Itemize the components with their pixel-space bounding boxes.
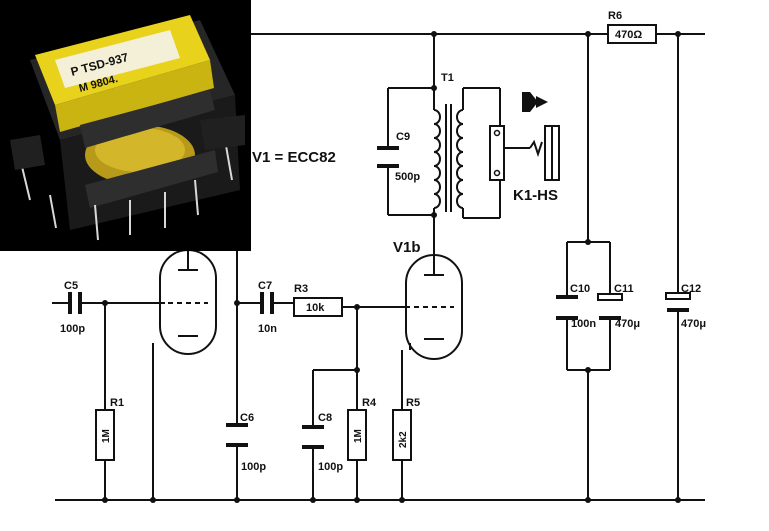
c5-name: C5 [64,280,78,292]
headphone-label: K1-HS [513,187,558,204]
c8-name: C8 [318,412,332,424]
transformer-photo-drawing: P TSD-937 M 9804. [10,15,245,241]
r4-value: 1M [353,429,364,443]
resistor-r4 [347,409,367,461]
c10-value: 100n [571,318,596,330]
headphone-k1-hs [489,125,560,181]
capacitor-c12 [665,292,691,312]
r1-value: 1M [101,429,112,443]
r4-name: R4 [362,397,377,409]
tube-v1b-label: V1b [393,239,421,256]
c7-name: C7 [258,280,272,292]
transformer-photo: P TSD-937 M 9804. [0,0,251,251]
transformer-label: T1 [441,72,454,84]
c5-value: 100p [60,323,85,335]
r1-name: R1 [110,397,124,409]
junctions [102,31,681,503]
capacitor-c8 [302,425,324,449]
tube-v1a [159,249,217,355]
c10-name: C10 [570,283,590,295]
c6-value: 100p [241,461,266,473]
transformer-t1 [433,88,464,218]
capacitor-c6 [226,423,248,447]
r5-name: R5 [406,397,420,409]
resistor-r5 [392,409,412,461]
c8-value: 100p [318,461,343,473]
c6-name: C6 [240,412,254,424]
r6-value: 470Ω [615,29,642,41]
speaker-icon [522,92,548,112]
capacitor-c11 [597,293,623,320]
c11-name: C11 [614,283,634,295]
tube-v1b [405,254,463,360]
c11-value: 470μ [615,318,640,330]
r3-value: 10k [306,302,325,314]
capacitor-c10 [556,295,578,320]
tube-type-label: V1 = ECC82 [252,149,336,166]
r3-name: R3 [294,283,308,295]
c12-value: 470μ [681,318,706,330]
capacitor-c7 [260,292,274,314]
c9-value: 500p [395,171,420,183]
capacitor-c5 [68,292,82,314]
resistor-r6 [607,24,657,44]
r6-name: R6 [608,10,622,22]
c7-value: 10n [258,323,277,335]
c12-name: C12 [681,283,701,295]
resistor-r3 [293,297,343,317]
r5-value: 2k2 [398,431,409,448]
capacitor-c9 [377,146,399,168]
resistor-r1 [95,409,115,461]
c9-name: C9 [396,131,410,143]
